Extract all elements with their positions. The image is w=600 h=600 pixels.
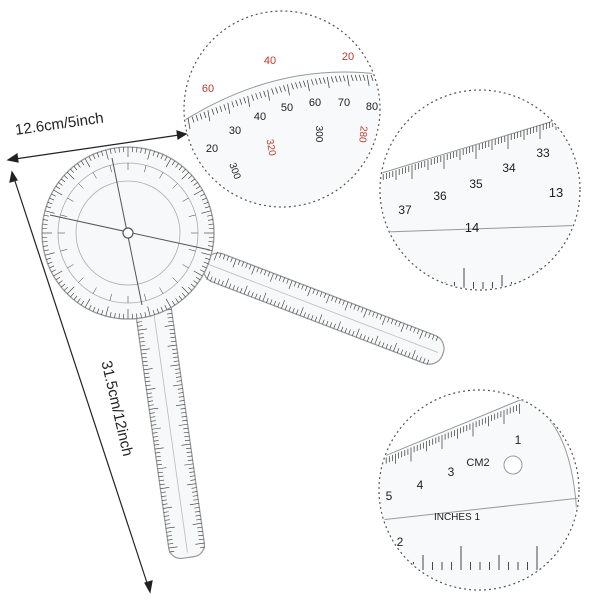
protractor-head <box>41 146 215 320</box>
zoom1-inner-70: 70 <box>338 97 350 109</box>
zoom1-outer-40: 40 <box>264 55 276 67</box>
zoom2-cm-34: 34 <box>502 161 516 175</box>
zoom1-inner-50: 50 <box>281 102 293 114</box>
goniometer-upper-arm <box>202 251 445 365</box>
zoom3-cm-3: 3 <box>448 465 455 479</box>
zoom3-inch-2: 2 <box>397 535 404 549</box>
zoom1-lower-300b: 300 <box>313 126 324 143</box>
ruler-hole <box>503 455 523 475</box>
zoom1-inner-80: 80 <box>366 101 378 113</box>
lower-arm-ticks <box>135 305 205 553</box>
zoom2-inch-13: 13 <box>549 185 563 200</box>
zoom3-cm-4: 4 <box>417 478 424 492</box>
zoom1-outer-60: 60 <box>202 83 214 95</box>
zoom1-ticks <box>187 74 379 130</box>
zoom3-inches-label: INCHES 1 <box>434 512 481 523</box>
protractor-ticks <box>42 147 214 319</box>
zoom2-cm-37: 37 <box>398 203 412 217</box>
dimension-arrows <box>6 130 188 594</box>
zoom-circle-protractor: 40 60 20 20 30 40 50 60 70 80 300 320 30… <box>183 10 381 208</box>
zoom-circle-ruler-top: 37 36 35 34 33 14 13 <box>379 89 581 291</box>
zoom2-cm-35: 35 <box>469 177 483 191</box>
zoom3-cm-5: 5 <box>386 489 393 503</box>
zoom1-inner-30: 30 <box>229 125 241 137</box>
zoom1-lower-280: 280 <box>356 125 368 143</box>
goniometer-lower-arm <box>135 298 206 560</box>
zoom2-cm-33: 33 <box>536 146 550 160</box>
zoom1-lower-320: 320 <box>264 138 278 157</box>
zoom1-outer-20: 20 <box>342 51 354 63</box>
zoom3-cm-2: CM2 <box>466 457 489 469</box>
zoom3-cm-1: 1 <box>515 433 522 447</box>
zoom1-inner-40: 40 <box>254 111 266 123</box>
zoom2-cm-36: 36 <box>433 189 447 203</box>
upper-arm-ticks <box>206 251 439 365</box>
zoom1-inner-20: 20 <box>206 143 218 155</box>
pivot-rivet <box>122 227 134 239</box>
zoom-circle-ruler-bottom: 5 4 3 CM2 1 INCHES 1 2 <box>378 389 580 591</box>
zoom2-inch-14: 14 <box>465 220 479 235</box>
zoom1-inner-60: 60 <box>309 97 321 109</box>
